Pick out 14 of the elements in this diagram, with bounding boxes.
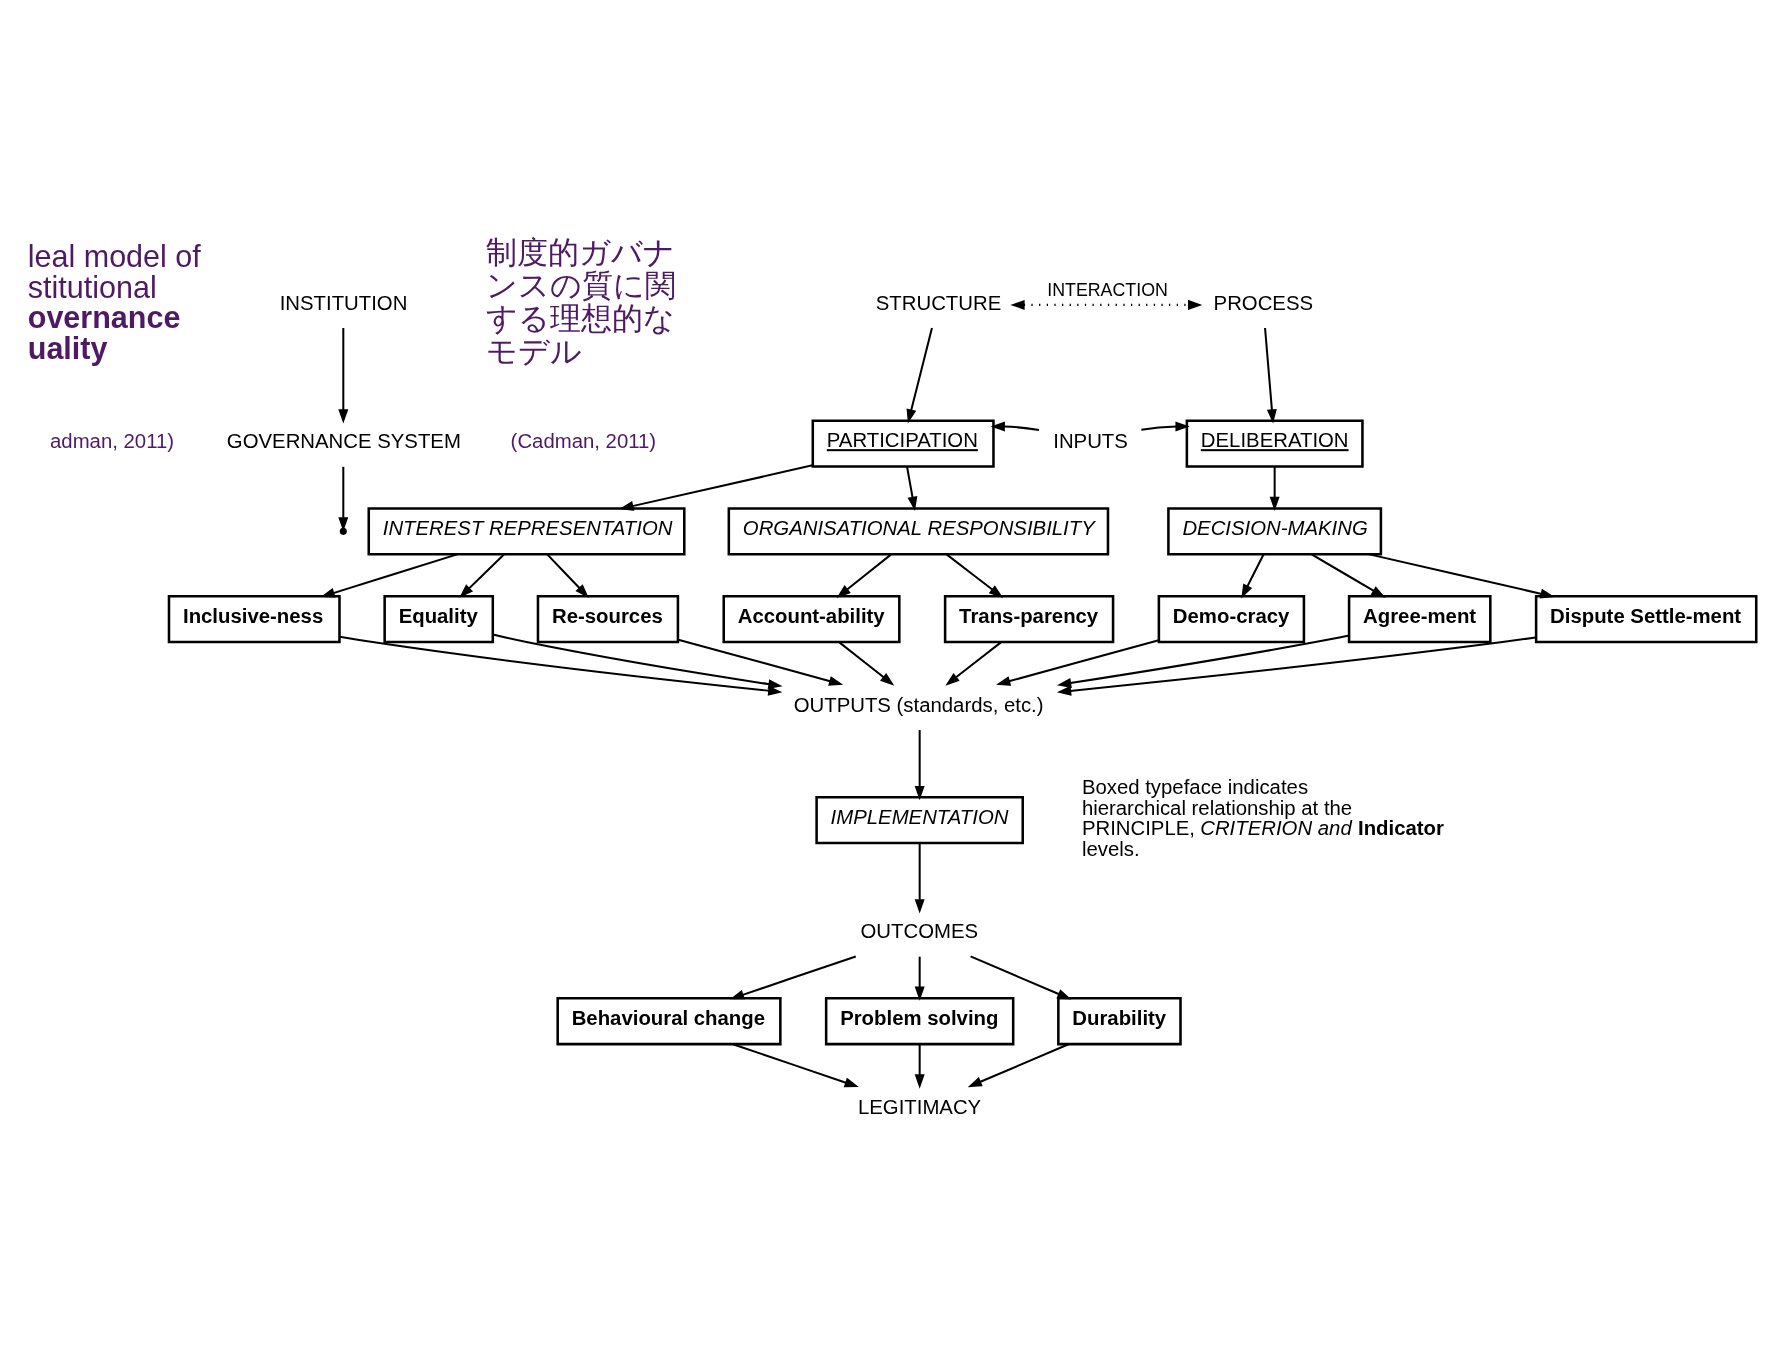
label: Boxed typeface indicates hierarchical relationship at the PRINCIPLE, CRITERION and Indicator levels. (1081, 776, 1444, 860)
node-text: OUTPUTS (standards, etc.) (793, 693, 1044, 716)
edge-label: INTERACTION (1047, 280, 1168, 301)
node-text: LEGITIMACY (857, 1095, 982, 1118)
node-text: INSTITUTION (279, 291, 408, 314)
node-text: OUTCOMES (860, 920, 979, 943)
node-text: PROCESS (1213, 291, 1314, 314)
label: adman, 2011) (50, 430, 175, 453)
label: (Cadman, 2011) (510, 430, 657, 453)
label: leal model of stitutional overnance uality (27, 238, 201, 365)
node-text: INPUTS (1053, 430, 1128, 453)
label: 制度的ガバナンスの質に関する理想的なモデル (485, 235, 676, 369)
node-text: GOVERNANCE SYSTEM (226, 430, 461, 453)
node-text: STRUCTURE (875, 291, 1002, 314)
